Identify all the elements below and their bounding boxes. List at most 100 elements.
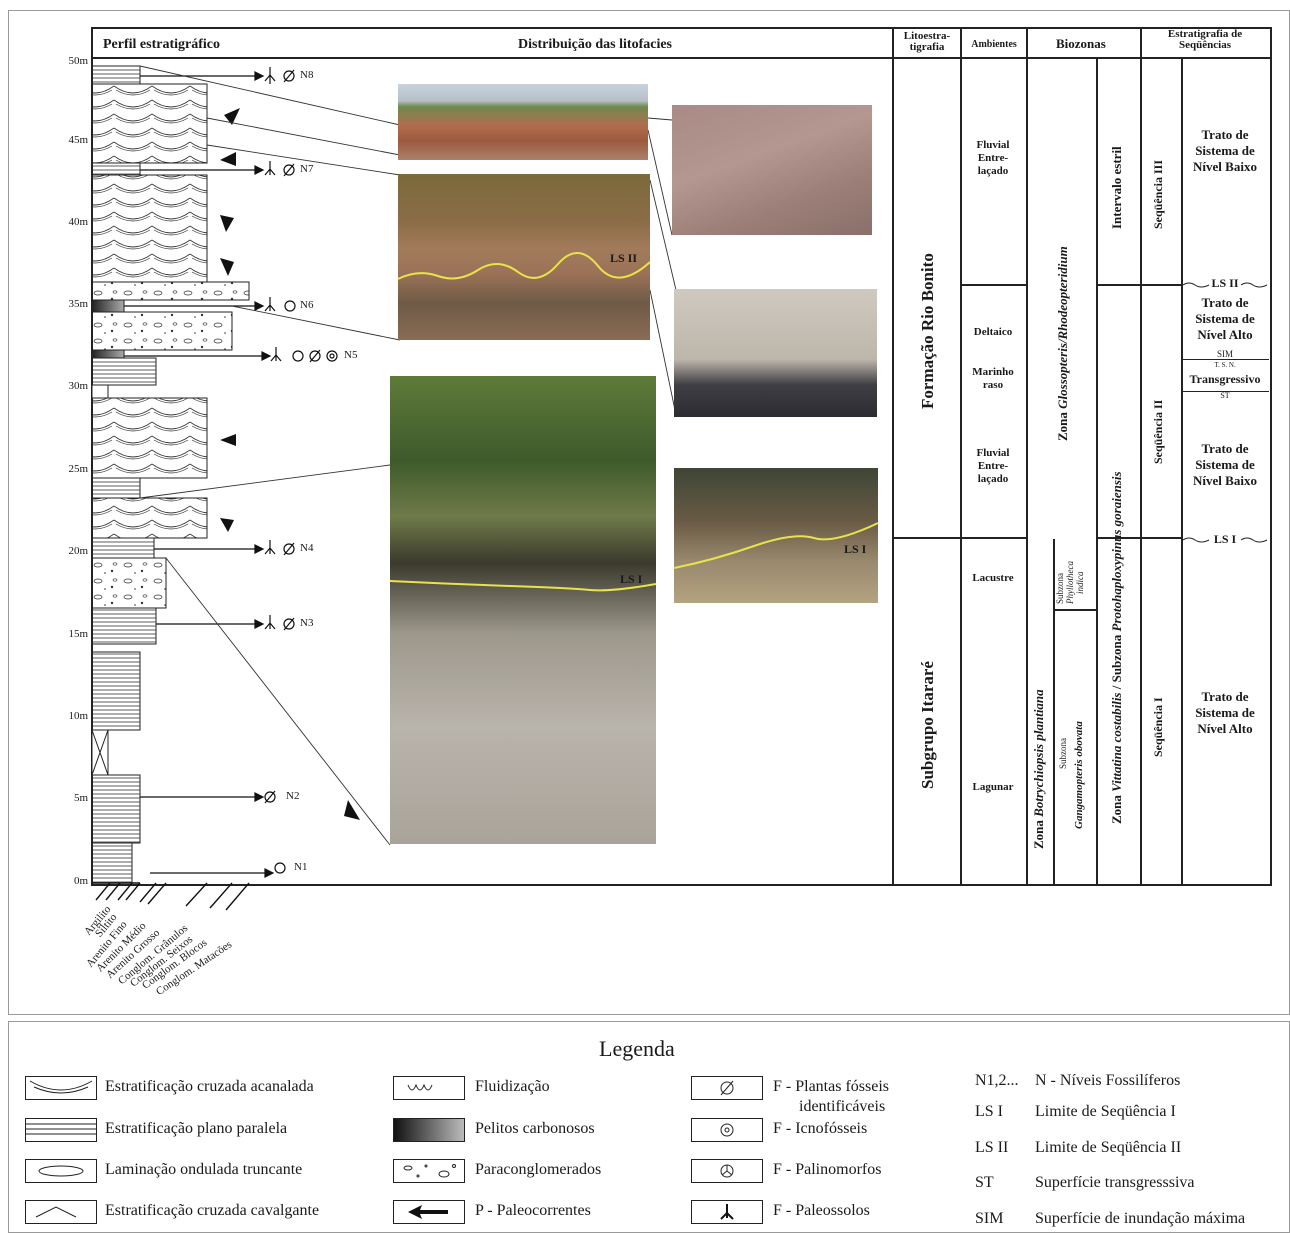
env-lacustre: Lacustre [972, 572, 1014, 584]
depth-tick: 30m [68, 380, 88, 392]
abbr-key: ST [975, 1174, 994, 1191]
legend: Legenda Estratificação cruzada acanalada… [8, 1021, 1290, 1233]
detail-photo-2 [674, 289, 877, 417]
legend-item: identificáveis [799, 1098, 886, 1115]
legend-swatch-paleosol [691, 1200, 763, 1224]
ls1-boundary-label: LS I [1213, 532, 1237, 546]
itarare-label: Subgrupo Itararé [918, 661, 937, 789]
ls1-photo-label: LS I [620, 572, 643, 586]
col-divider [1181, 57, 1183, 884]
fossil-level-n7: N7 [300, 163, 314, 175]
seq-iii: Seqüência III [1151, 159, 1165, 229]
legend-swatch-paleocurrent [393, 1200, 465, 1224]
legend-swatch-carbon [393, 1118, 465, 1142]
legend-swatch-planar [25, 1118, 97, 1142]
legend-item: F - Palinomorfos [773, 1161, 882, 1178]
col-divider [1096, 57, 1098, 884]
legend-swatch-fluidization [393, 1076, 465, 1100]
col-divider [892, 29, 894, 884]
legend-item: Estratificação cruzada acanalada [105, 1078, 314, 1095]
st-label: ST [1220, 391, 1230, 400]
st-line [1181, 391, 1269, 392]
zona-vittatina: Zona Vittatina costabilis / Subzona Prot… [1109, 471, 1124, 824]
perfil-header: Perfil estratigráfico [103, 37, 220, 52]
legend-item: Paraconglomerados [475, 1161, 602, 1178]
legend-swatch-ripple [25, 1159, 97, 1183]
distribuicao-header: Distribuição das litofacies [518, 37, 672, 52]
depth-tick: 45m [68, 134, 88, 146]
legend-item: Estratificação cruzada cavalgante [105, 1202, 320, 1219]
boundary-line [1140, 537, 1181, 539]
zona-botrychiopsis: Zona Botrychiopsis plantiana [1031, 689, 1046, 849]
abbr-key: SIM [975, 1210, 1004, 1227]
legend-item: Fluidização [475, 1078, 550, 1095]
abbr-value: Superfície de inundação máxima [1035, 1210, 1246, 1227]
legend-title: Legenda [599, 1036, 675, 1061]
boundary-line [1096, 537, 1140, 539]
boundary-line [892, 537, 1026, 539]
legend-item: P - Paleocorrentes [475, 1202, 591, 1219]
sim-label: SIM [1216, 349, 1233, 359]
depth-tick: 35m [68, 298, 88, 310]
detail-photo-1 [672, 105, 872, 235]
ls1-detail-line [674, 522, 878, 569]
abbr-key: N1,2... [975, 1072, 1019, 1089]
depth-tick: 20m [68, 545, 88, 557]
abbr-key: LS I [975, 1103, 1003, 1120]
depth-tick: 10m [68, 710, 88, 722]
fossil-level-n4: N4 [300, 542, 314, 554]
tsn-label: T. S. N. [1214, 361, 1236, 369]
abbr-value: Limite de Seqüência II [1035, 1139, 1182, 1156]
subzona-gangamopteris: Gangamopteris obovata [1073, 721, 1085, 829]
legend-item: Laminação ondulada truncante [105, 1161, 303, 1178]
intervalo-estril: Intervalo estril [1109, 146, 1124, 229]
legend-swatch-paracongl [393, 1159, 465, 1183]
fossil-level-n2: N2 [286, 790, 300, 802]
env-lagunar: Lagunar [972, 781, 1014, 793]
boundary-line [1053, 609, 1096, 611]
ls2-line [398, 252, 650, 280]
fossil-level-n1: N1 [294, 861, 308, 873]
outcrop-photo-ls2: LS II [398, 174, 650, 340]
ls1-detail-label: LS I [844, 542, 867, 556]
abbr-value: N - Níveis Fossilíferos [1035, 1072, 1181, 1089]
col-divider [960, 29, 962, 884]
ambientes-header: Ambientes [971, 39, 1017, 50]
header-divider [93, 57, 1270, 59]
lito-header: Litoestra-tigrafia [903, 30, 951, 53]
ls1-line [390, 580, 656, 592]
outcrop-photo-top [398, 84, 648, 160]
ls2-photo-label: LS II [610, 251, 638, 265]
legend-item: F - Plantas fósseis [773, 1078, 889, 1095]
detail-photo-3: LS I [674, 468, 878, 603]
boundary-line [960, 284, 1026, 286]
col-divider [1026, 29, 1028, 884]
col-divider [1140, 29, 1142, 884]
abbr-key: LS II [975, 1139, 1009, 1156]
legend-swatch-ichnofossils [691, 1118, 763, 1142]
biozonas-header: Biozonas [1056, 36, 1106, 51]
zona-glossopteris: Zona Glossopteris/Rhodeopteridium [1055, 246, 1070, 441]
legend-item: Estratificação plano paralela [105, 1120, 288, 1137]
ls2-boundary-label: LS II [1211, 276, 1239, 290]
rio-bonito-label: Formação Rio Bonito [918, 253, 937, 409]
col-divider [1053, 539, 1055, 884]
depth-tick: 5m [73, 792, 88, 804]
legend-swatch-trough [25, 1076, 97, 1100]
legend-item: F - Icnofósseis [773, 1120, 868, 1137]
legend-item: Pelitos carbonosos [475, 1120, 595, 1137]
legend-swatch-palynomorphs [691, 1159, 763, 1183]
fossil-level-n6: N6 [300, 299, 314, 311]
seq-ii: Seqüência II [1151, 399, 1165, 464]
outcrop-photo-ls1: LS I [390, 376, 656, 844]
subzona-phyllotheca: Subzona Phyllotheca indica [1055, 561, 1085, 604]
fossil-level-n3: N3 [300, 617, 314, 629]
depth-tick: 40m [68, 216, 88, 228]
